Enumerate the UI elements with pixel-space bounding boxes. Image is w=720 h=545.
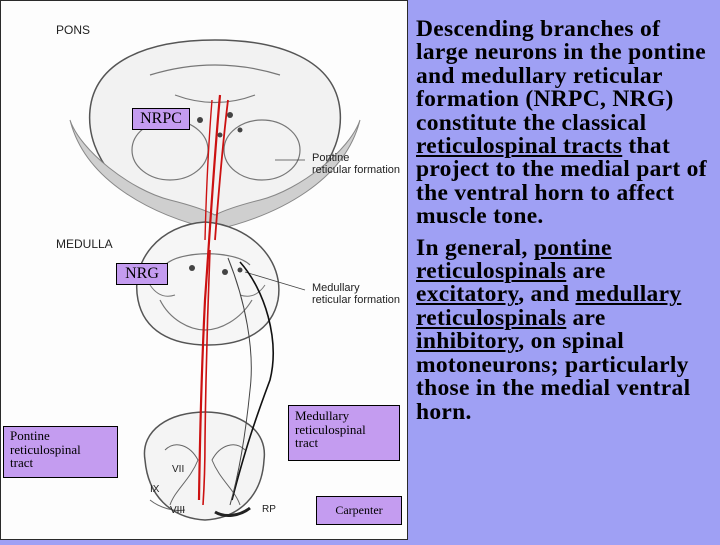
medullary-tract-line-3: tract [295, 435, 319, 451]
pontine-tract-line-2: reticulospinal [10, 441, 81, 457]
pontine-rf-line-2: reticular formation [312, 164, 401, 177]
medullary-tract-line-1: Medullary [295, 408, 350, 423]
p2-text-c: , and [518, 281, 576, 308]
pons-section [69, 39, 361, 231]
pontine-tract-label-box: Pontine reticulospinal tract [3, 426, 118, 478]
description-panel: Descending branches of large neurons in … [416, 16, 714, 432]
medullary-rf-line-2: reticular formation [312, 294, 401, 307]
p1-underline-reticulospinal-tracts: reticulospinal tracts [416, 133, 623, 160]
medullary-tract-line [231, 261, 274, 501]
p2-underline-excitatory: excitatory [416, 281, 519, 308]
p2-underline-medullary-reticulospinals: medullary reticulospinals [416, 281, 682, 331]
p2-text-b: are [566, 258, 606, 285]
medullary-rf-label: Medullary reticular formation [312, 282, 400, 306]
neuroanatomy-figure: PONS MEDULLA Pontine reticular formation… [0, 0, 409, 541]
pontine-rf-label: Pontine reticular formation [312, 152, 400, 176]
p2-underline-pontine-reticulospinals: pontine reticulospinals [416, 234, 612, 285]
p1-text-b: that project to the medial part of the v… [416, 133, 707, 230]
nrg-label-box: NRG [116, 263, 168, 285]
p2-text-a: In general, [416, 234, 534, 261]
medullary-rf-line-1: Medullary [312, 282, 360, 294]
initials-label: RP [262, 504, 276, 515]
paragraph-2: In general, pontine reticulospinals are … [416, 234, 714, 425]
roman-vii-label: VII [172, 464, 185, 475]
roman-ix-label: IX [150, 484, 160, 495]
medullary-tract-line-2: reticulospinal [295, 421, 366, 437]
pons-label: PONS [56, 23, 91, 37]
pontine-tract-line-3: tract [10, 455, 34, 471]
reticulospinal-tract-lines [197, 94, 229, 506]
p1-text-a: Descending branches of large neurons in … [416, 16, 706, 136]
p2-text-d: are [566, 304, 606, 331]
paragraph-1: Descending branches of large neurons in … [416, 16, 714, 230]
p2-underline-inhibitory: inhibitory [416, 328, 519, 355]
pontine-rf-line-1: Pontine [312, 152, 350, 164]
nrpc-label-box: NRPC [132, 108, 190, 130]
medullary-tract-label-box: Medullary reticulospinal tract [288, 405, 400, 461]
medullary-tract-line-2 [227, 257, 252, 506]
credit-label-box: Carpenter [316, 496, 402, 525]
medulla-section [136, 221, 306, 346]
p2-text-e: , on spinal motoneurons; particularly th… [416, 328, 691, 425]
pontine-tract-line-1: Pontine [10, 428, 50, 443]
medulla-label: MEDULLA [56, 237, 113, 251]
roman-viii-label: VIII [170, 505, 186, 516]
